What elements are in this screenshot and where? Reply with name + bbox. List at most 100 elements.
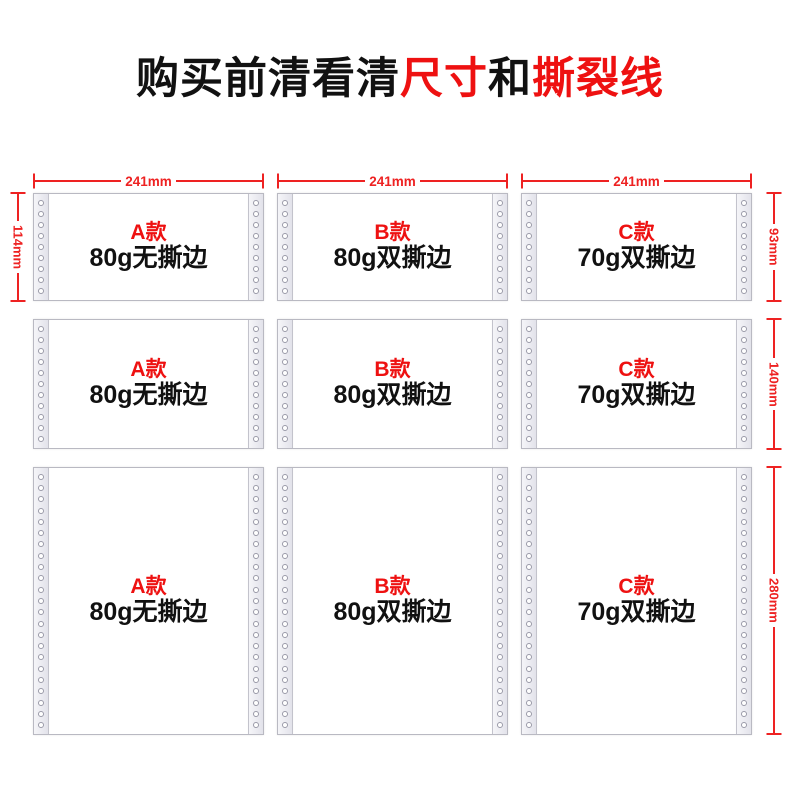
sprocket-hole-icon: [741, 518, 747, 525]
sprocket-hole-icon: [526, 288, 532, 295]
dimension-cap-left: [521, 173, 523, 189]
sprocket-hole-icon: [253, 243, 259, 250]
height-dimension-row-2-right: 140mm: [764, 318, 784, 450]
sprocket-hole-icon: [741, 552, 747, 559]
sprocket-hole-icon: [741, 597, 747, 604]
sprocket-hole-icon: [497, 473, 503, 480]
sprocket-hole-icon: [253, 425, 259, 432]
sprocket-hole-icon: [497, 688, 503, 695]
sprocket-hole-icon: [282, 643, 288, 650]
sprocket-hole-icon: [282, 676, 288, 683]
sprocket-hole-icon: [38, 484, 44, 491]
sheet-body: A款 80g无撕边: [50, 468, 247, 734]
sprocket-hole-icon: [282, 336, 288, 343]
sprocket-hole-icon: [497, 564, 503, 571]
paper-sheet-row2-b: B款 80g双撕边: [277, 319, 508, 449]
sprocket-hole-icon: [253, 518, 259, 525]
sprocket-hole-icon: [282, 631, 288, 638]
sprocket-hole-icon: [38, 369, 44, 376]
dimension-cap-right: [750, 173, 752, 189]
sprocket-hole-icon: [282, 552, 288, 559]
sprocket-hole-icon: [741, 347, 747, 354]
sprocket-hole-icon: [526, 199, 532, 206]
sprocket-hole-icon: [282, 473, 288, 480]
dimension-cap-top: [10, 192, 26, 194]
sprocket-hole-icon: [497, 336, 503, 343]
sprocket-hole-icon: [497, 507, 503, 514]
sprocket-hole-icon: [526, 277, 532, 284]
sprocket-strip-left: [34, 194, 49, 300]
sprocket-hole-icon: [741, 210, 747, 217]
sprocket-strip-left: [278, 320, 293, 448]
sprocket-hole-icon: [38, 676, 44, 683]
sprocket-hole-icon: [741, 277, 747, 284]
sheet-spec-label: 80g双撕边: [333, 597, 452, 626]
sprocket-strip-right: [492, 194, 507, 300]
sprocket-hole-icon: [526, 221, 532, 228]
sprocket-hole-icon: [497, 496, 503, 503]
sheet-model-label: A款: [130, 357, 167, 381]
sprocket-hole-icon: [526, 243, 532, 250]
sprocket-hole-icon: [253, 414, 259, 421]
sprocket-hole-icon: [282, 496, 288, 503]
sprocket-hole-icon: [38, 620, 44, 627]
sprocket-hole-icon: [497, 436, 503, 443]
sprocket-hole-icon: [526, 620, 532, 627]
sprocket-hole-icon: [282, 347, 288, 354]
sheet-model-label: C款: [618, 574, 655, 598]
sheet-body: C款 70g双撕边: [538, 468, 735, 734]
sprocket-hole-icon: [526, 380, 532, 387]
sprocket-hole-icon: [497, 541, 503, 548]
sprocket-hole-icon: [497, 369, 503, 376]
sprocket-hole-icon: [38, 380, 44, 387]
sprocket-hole-icon: [497, 277, 503, 284]
sprocket-hole-icon: [741, 392, 747, 398]
paper-sheet-row1-b: B款 80g双撕边: [277, 193, 508, 301]
sprocket-hole-icon: [497, 414, 503, 421]
sprocket-hole-icon: [282, 484, 288, 491]
sprocket-hole-icon: [253, 484, 259, 491]
sprocket-strip-right: [736, 194, 751, 300]
width-dimension-label: 241mm: [121, 173, 176, 189]
sprocket-hole-icon: [282, 414, 288, 421]
sprocket-hole-icon: [282, 221, 288, 228]
sprocket-hole-icon: [282, 255, 288, 262]
sprocket-hole-icon: [526, 575, 532, 582]
sprocket-strip-right: [492, 468, 507, 734]
sprocket-hole-icon: [741, 575, 747, 582]
sprocket-hole-icon: [253, 541, 259, 548]
sprocket-hole-icon: [253, 699, 259, 706]
height-dimension-label: 140mm: [766, 357, 782, 411]
sheet-spec-label: 70g双撕边: [577, 243, 696, 272]
sprocket-hole-icon: [526, 507, 532, 514]
width-dimension-label: 241mm: [609, 173, 664, 189]
sprocket-hole-icon: [38, 654, 44, 661]
dimension-cap-left: [277, 173, 279, 189]
sprocket-hole-icon: [497, 665, 503, 672]
sprocket-hole-icon: [497, 347, 503, 354]
sprocket-hole-icon: [38, 210, 44, 217]
sprocket-hole-icon: [253, 564, 259, 571]
sprocket-hole-icon: [497, 597, 503, 604]
dimension-cap-bottom: [766, 448, 782, 450]
sprocket-hole-icon: [253, 597, 259, 604]
sprocket-hole-icon: [526, 210, 532, 217]
sprocket-hole-icon: [741, 266, 747, 273]
sprocket-hole-icon: [253, 277, 259, 284]
sprocket-hole-icon: [497, 722, 503, 729]
sprocket-hole-icon: [282, 403, 288, 410]
sprocket-hole-icon: [253, 575, 259, 582]
sprocket-hole-icon: [497, 710, 503, 717]
dimension-cap-right: [506, 173, 508, 189]
sprocket-hole-icon: [282, 199, 288, 206]
sprocket-hole-icon: [741, 473, 747, 480]
title-part-1: 购买前清看清: [136, 55, 400, 103]
sprocket-hole-icon: [497, 586, 503, 593]
title-part-3: 和: [488, 55, 532, 103]
sprocket-hole-icon: [253, 665, 259, 672]
sprocket-hole-icon: [38, 255, 44, 262]
sprocket-hole-icon: [282, 699, 288, 706]
sprocket-hole-icon: [526, 597, 532, 604]
sprocket-hole-icon: [38, 325, 44, 332]
